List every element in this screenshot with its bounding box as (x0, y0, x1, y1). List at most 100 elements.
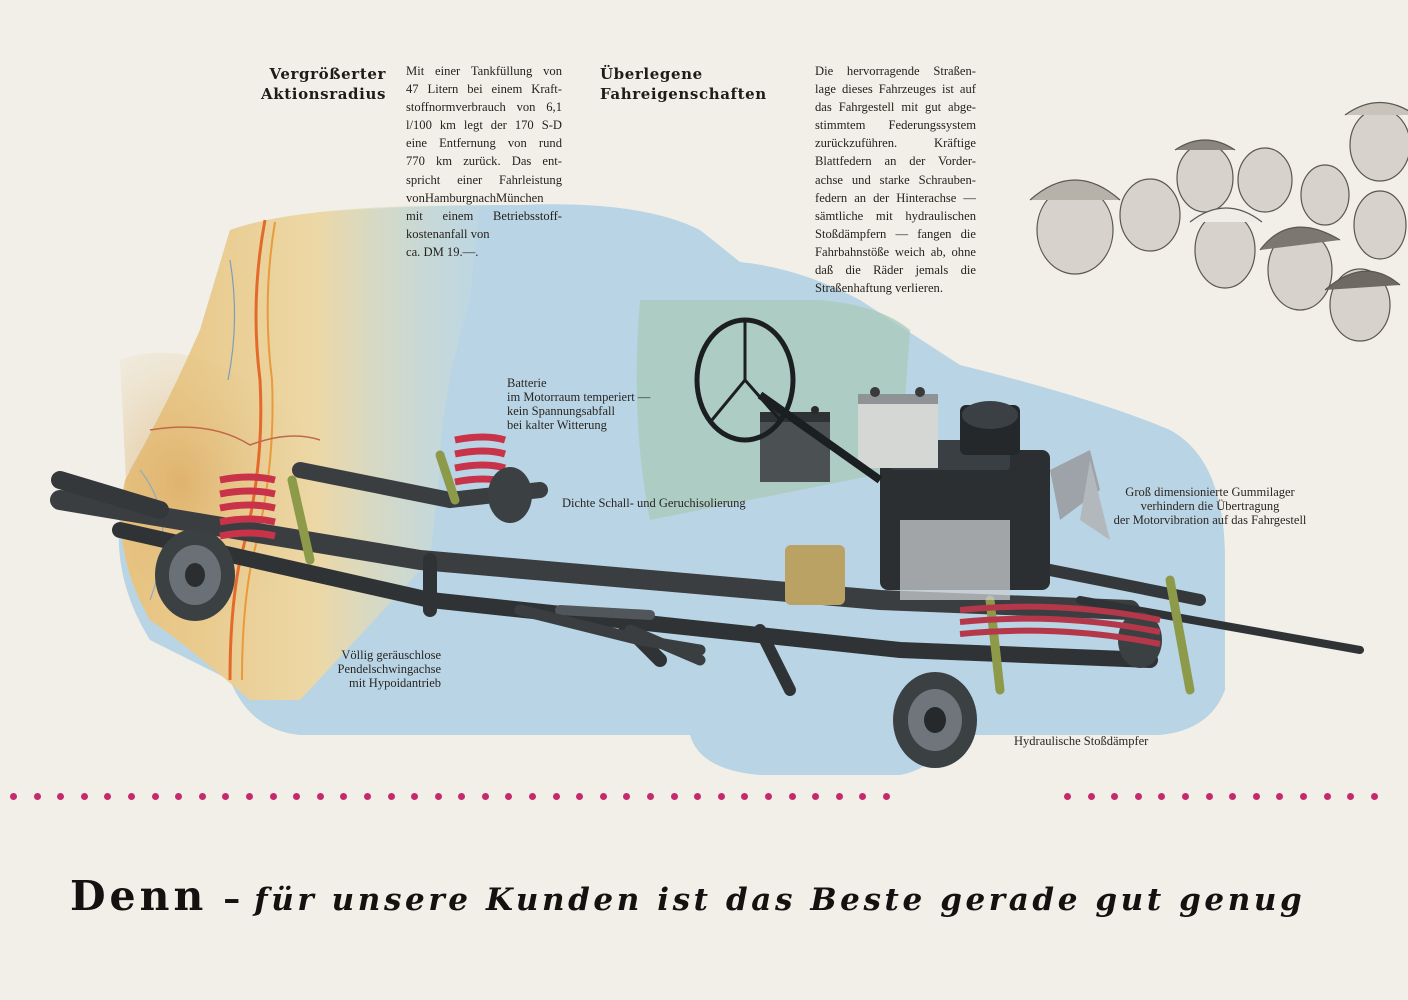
divider-dot (812, 793, 820, 800)
divider-dot (623, 793, 631, 800)
body-line: kostenanfall von (406, 226, 490, 241)
callout-battery: Batterie im Motorraum temperiert — kein … (507, 376, 707, 432)
body-line: achse und starke Schrauben- (815, 172, 976, 187)
callout-line: Völlig geräuschlose (341, 648, 441, 662)
body-line: Blattfedern an der Vorder- (815, 154, 976, 169)
heading-line: Vergrößerter (269, 65, 386, 83)
divider-dot (151, 793, 159, 800)
dotted-divider-right (1064, 793, 1394, 803)
body-line: 770 km zurück. Das ent- (406, 154, 562, 169)
divider-dot (1111, 793, 1119, 800)
callout-line: bei kalter Witterung (507, 418, 607, 432)
divider-dot (1299, 793, 1307, 800)
dotted-divider-left (10, 793, 907, 803)
divider-dot (481, 793, 489, 800)
body-line: stimmtem Federungssystem (815, 118, 976, 133)
body-line: sämtliche mit hydraulischen (815, 208, 976, 223)
heading-line: Überlegene (600, 65, 703, 83)
divider-dot (529, 793, 537, 800)
divider-dot (670, 793, 678, 800)
divider-dot (340, 793, 348, 800)
divider-dot (552, 793, 560, 800)
body-line: Fahrbahnstöße weich ab, ohne (815, 244, 976, 259)
callout-dampers: Hydraulische Stoßdämpfer (1014, 734, 1194, 748)
body-line: vonHamburgnachMünchen (406, 190, 544, 205)
rear-brake-drum (155, 467, 532, 621)
callout-line: Hydraulische Stoßdämpfer (1014, 734, 1149, 748)
divider-dot (1134, 793, 1142, 800)
callout-line: verhindern die Übertragung (1140, 499, 1280, 513)
body-line: ca. DM 19.—. (406, 244, 479, 259)
body-line: eine Entfernung von rund (406, 136, 562, 151)
divider-dot (765, 793, 772, 800)
divider-dot (1323, 793, 1331, 800)
section-heading-range: Vergrößerter Aktionsradius (228, 64, 386, 104)
slogan-lead: Denn (70, 872, 208, 920)
divider-dot (576, 793, 584, 800)
section-body-range: Mit einer Tankfüllung von 47 Litern bei … (406, 62, 562, 261)
divider-dot (859, 793, 867, 800)
divider-dot (198, 793, 206, 800)
body-line: lage dieses Fahrzeuges ist auf (815, 82, 976, 97)
divider-dot (599, 793, 607, 800)
divider-dot (835, 793, 843, 800)
divider-dot (33, 793, 41, 800)
divider-dot (788, 793, 796, 800)
divider-dot (80, 793, 88, 800)
divider-dot (1087, 793, 1095, 800)
steering-wheel (694, 317, 883, 484)
divider-dot (882, 793, 890, 800)
body-line: spricht einer Fahrleistung (406, 172, 562, 187)
callout-insulation: Dichte Schall- und Geruchisolierung (562, 496, 802, 510)
divider-dot (505, 793, 513, 800)
section-heading-handling: Überlegene Fahreigenschaften (600, 64, 796, 104)
divider-dot (269, 793, 277, 800)
divider-dot (647, 793, 655, 800)
callout-line: Dichte Schall- und Geruchisolierung (562, 496, 746, 510)
callout-line: der Motorvibration auf das Fahrgestell (1113, 513, 1307, 527)
divider-dot (1370, 793, 1378, 800)
divider-dot (127, 793, 135, 800)
divider-dot (1064, 793, 1071, 800)
callout-engine-mounts: Groß dimensionierte Gummilager verhinder… (1104, 485, 1316, 527)
divider-dot (717, 793, 725, 800)
divider-dot (411, 793, 419, 800)
body-line: mit einem Betriebsstoff- (406, 208, 562, 223)
body-line: l/100 km legt der 170 S-D (406, 118, 562, 133)
callout-line: mit Hypoidantrieb (349, 676, 441, 690)
divider-dot (1205, 793, 1213, 800)
callout-line: Pendelschwingachse (337, 662, 441, 676)
divider-dot (222, 793, 230, 800)
divider-dot (694, 793, 702, 800)
callout-line: Groß dimensionierte Gummilager (1125, 485, 1295, 499)
divider-dot (363, 793, 371, 800)
heading-line: Fahreigenschaften (600, 85, 767, 103)
divider-dot (458, 793, 466, 800)
callout-line: kein Spannungsabfall (507, 404, 615, 418)
divider-dot (434, 793, 442, 800)
divider-dot (1276, 793, 1284, 800)
divider-dot (316, 793, 324, 800)
body-line: stoffnormverbrauch von 6,1 (406, 100, 562, 115)
body-line: federn an der Hinterachse — (815, 190, 976, 205)
divider-dot (1181, 793, 1189, 800)
divider-dot (104, 793, 112, 800)
slogan-rest: für unsere Kunden ist das Beste gerade g… (254, 882, 1306, 918)
body-line: Die hervorragende Straßen- (815, 64, 976, 78)
body-line: Straßenhaftung verlieren. (815, 281, 943, 296)
front-brake-drum (893, 612, 1162, 768)
divider-dot (1229, 793, 1237, 800)
body-line: zurückzuführen. Kräftige (815, 136, 976, 151)
customer-portraits (1029, 102, 1408, 342)
body-line: daß die Räder jemals die (815, 263, 976, 278)
callout-line: Batterie (507, 376, 547, 390)
divider-dot (1347, 793, 1355, 800)
divider-dot (10, 793, 17, 800)
divider-dot (175, 793, 183, 800)
rear-springs (219, 433, 507, 540)
body-line: Mit einer Tankfüllung von (406, 64, 562, 78)
callout-swing-axle: Völlig geräuschlose Pendelschwingachse m… (281, 648, 441, 690)
heading-line: Aktionsradius (261, 85, 386, 103)
